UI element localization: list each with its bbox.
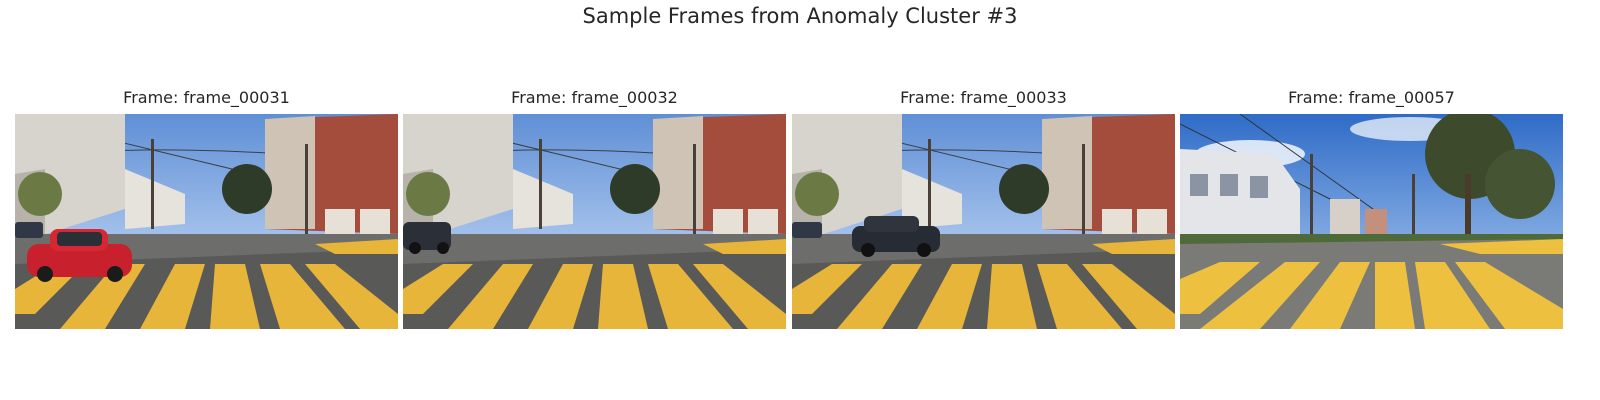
frame-panel-00033: Frame: frame_00033: [792, 88, 1175, 329]
frame-title: Frame: frame_00057: [1288, 88, 1455, 107]
frame-panel-00032: Frame: frame_00032: [403, 88, 786, 329]
frame-image: [792, 114, 1175, 329]
frame-title: Frame: frame_00032: [511, 88, 678, 107]
frame-image: [15, 114, 398, 329]
frame-panel-00031: Frame: frame_00031: [15, 88, 398, 329]
frame-image: [403, 114, 786, 329]
frame-title: Frame: frame_00031: [123, 88, 290, 107]
frame-title: Frame: frame_00033: [900, 88, 1067, 107]
frame-image: [1180, 114, 1563, 329]
frame-panel-00057: Frame: frame_00057: [1180, 88, 1563, 329]
figure-title: Sample Frames from Anomaly Cluster #3: [582, 4, 1018, 28]
